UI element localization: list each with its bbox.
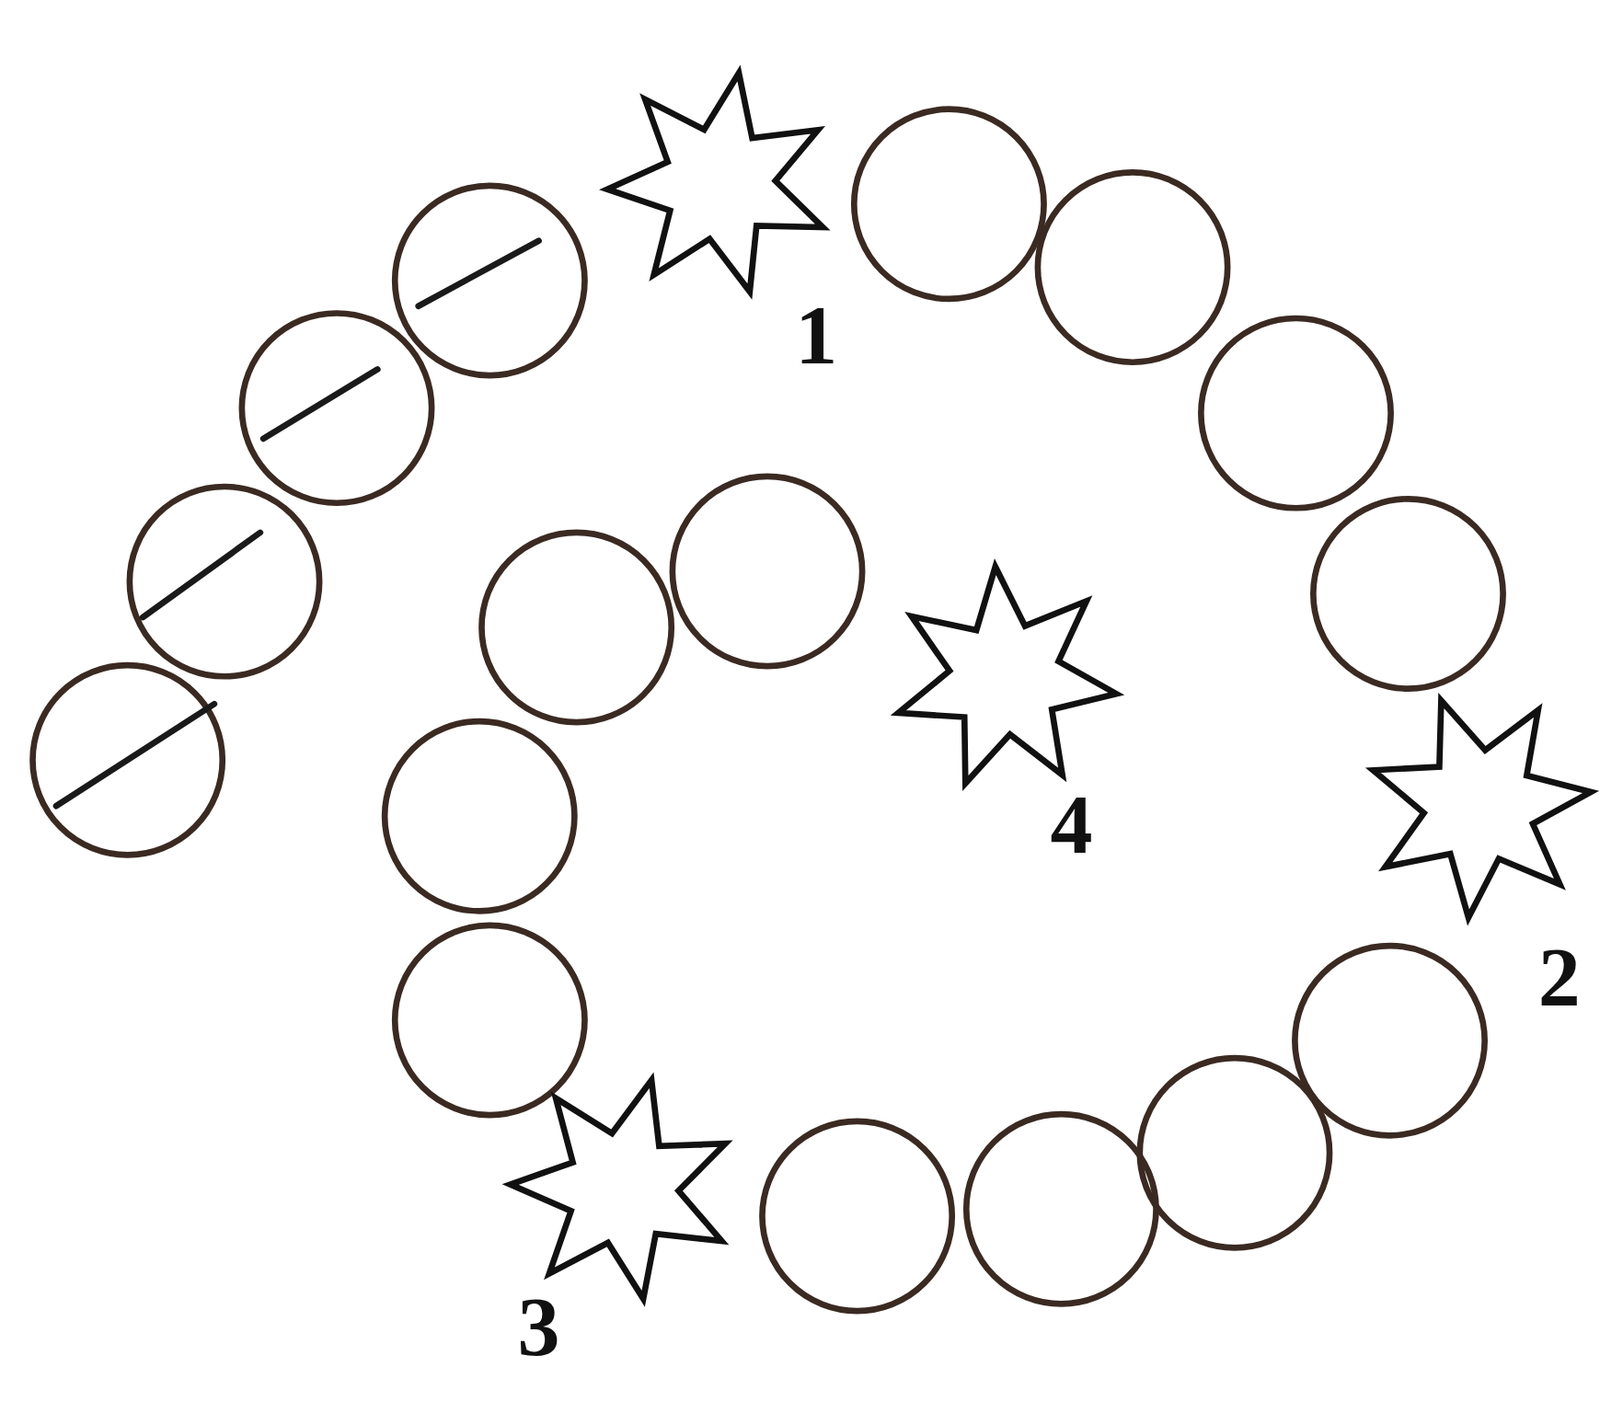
callout-number: 4 xyxy=(1050,782,1094,867)
strike-lines xyxy=(56,241,540,806)
callout-number: 3 xyxy=(517,1284,561,1370)
callout-number: 1 xyxy=(794,292,838,378)
circle-chain xyxy=(33,109,1504,1312)
star-markers xyxy=(490,54,1600,1315)
callout-number: 2 xyxy=(1538,934,1581,1020)
